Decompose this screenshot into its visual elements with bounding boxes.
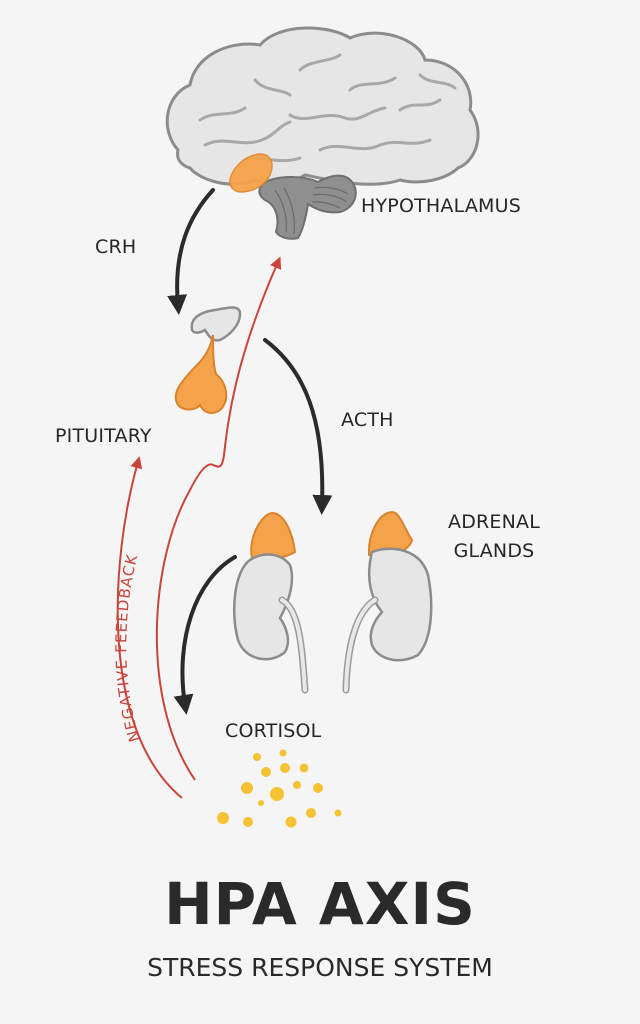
cortisol-dot	[270, 787, 284, 801]
cortisol-label: CORTISOL	[225, 720, 322, 742]
pituitary-label: PITUITARY	[55, 425, 152, 447]
hypothalamus-region	[229, 153, 273, 193]
crh-arrow	[167, 188, 215, 315]
cortisol-dot	[293, 781, 301, 789]
cortisol-dot	[285, 816, 297, 828]
crh-label: CRH	[95, 236, 137, 258]
adrenal-label-line2: GLANDS	[453, 540, 535, 562]
cortisol-arrow	[173, 555, 237, 715]
kidney-right	[342, 510, 433, 694]
cortisol-dot	[241, 782, 253, 794]
brain-gyri	[198, 53, 457, 163]
hypothalamus-label: HYPOTHALAMUS	[361, 195, 521, 217]
cerebellum	[258, 174, 357, 240]
adrenal-gland-left	[250, 511, 297, 561]
cortisol-dot	[280, 763, 290, 773]
diagram-title: HPA AXIS	[164, 870, 476, 938]
cortisol-molecules	[217, 749, 342, 828]
cortisol-dot	[261, 767, 271, 777]
brain-cerebrum	[165, 26, 480, 186]
feedback-arrow-outer	[116, 456, 183, 799]
cortisol-dot	[243, 817, 253, 827]
cortisol-dot	[306, 808, 316, 818]
negative-feedback-label: NEGATIVE FEEEDBACK	[112, 552, 144, 744]
cortisol-dot	[313, 783, 323, 793]
acth-label: ACTH	[341, 409, 394, 431]
cortisol-dot	[258, 800, 264, 806]
pituitary-gland	[174, 306, 242, 414]
brain	[165, 26, 480, 240]
feedback-arrow-inner	[155, 256, 282, 781]
cortisol-dot	[299, 763, 309, 773]
cortisol-dot	[279, 749, 287, 757]
cortisol-dot	[334, 809, 342, 817]
acth-arrow	[263, 338, 333, 515]
diagram-subtitle: STRESS RESPONSE SYSTEM	[147, 953, 493, 982]
kidney-left	[232, 511, 309, 694]
kidney-body-right	[368, 547, 433, 662]
pituitary-stalk-top	[190, 306, 242, 342]
cortisol-dot	[217, 812, 229, 824]
kidney-body-left	[232, 553, 294, 661]
cortisol-dot	[253, 753, 261, 761]
adrenal-label-line1: ADRENAL	[448, 511, 541, 533]
adrenal-glands-label: ADRENAL GLANDS	[448, 508, 540, 566]
pituitary-body	[174, 334, 228, 414]
